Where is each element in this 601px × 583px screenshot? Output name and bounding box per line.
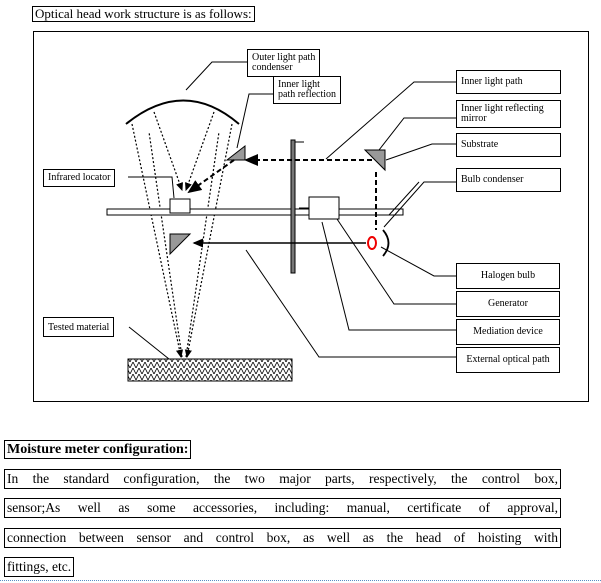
label-outer-light-path-condenser: Outer light path condenser <box>247 49 321 77</box>
inner-light-path <box>187 154 377 230</box>
label-bulb-condenser: Bulb condenser <box>456 168 561 192</box>
label-substrate: Substrate <box>456 133 561 157</box>
label-infrared-locator: Infrared locator <box>43 169 116 187</box>
tested-material-bar <box>127 358 293 382</box>
inner-reflecting-mirror <box>363 149 386 172</box>
label-external-optical-path: External optical path <box>456 347 560 373</box>
lower-mirror <box>169 233 192 256</box>
paragraph-line-2: sensor;As well as some accessories, incl… <box>4 498 561 518</box>
inner-path-reflection-mirror <box>225 144 246 161</box>
label-halogen-bulb: Halogen bulb <box>456 263 560 289</box>
substrate-plate <box>290 139 296 274</box>
diagram-drawing <box>106 61 456 382</box>
label-inner-light-path-reflection: Inner light path reflection <box>273 76 342 104</box>
leader-lines <box>128 61 456 360</box>
outer-condenser-arc <box>125 99 240 125</box>
halogen-bulb <box>367 236 377 250</box>
paragraph-line-1: In the standard configuration, the two m… <box>4 469 561 489</box>
paragraph-line-3: connection between sensor and control bo… <box>4 528 561 548</box>
optical-head-diagram: Outer light path condenser Inner light p… <box>33 31 589 402</box>
label-inner-light-path: Inner light path <box>456 70 561 94</box>
infrared-locator-block <box>169 198 191 214</box>
label-tested-material: Tested material <box>43 317 115 337</box>
label-inner-light-reflecting-mirror: Inner light reflecting mirror <box>456 100 561 128</box>
paragraph-line-4: fittings, etc. <box>4 557 75 577</box>
label-generator: Generator <box>456 291 560 317</box>
main-shaft <box>106 208 404 216</box>
generator-block <box>308 196 340 220</box>
bulb-condenser-arc <box>382 229 390 257</box>
figure-caption: Optical head work structure is as follow… <box>32 6 255 22</box>
label-mediation-device: Mediation device <box>456 319 560 345</box>
section-title: Moisture meter configuration: <box>4 440 192 459</box>
bottom-divider <box>0 580 601 581</box>
outer-light-paths <box>131 111 233 359</box>
